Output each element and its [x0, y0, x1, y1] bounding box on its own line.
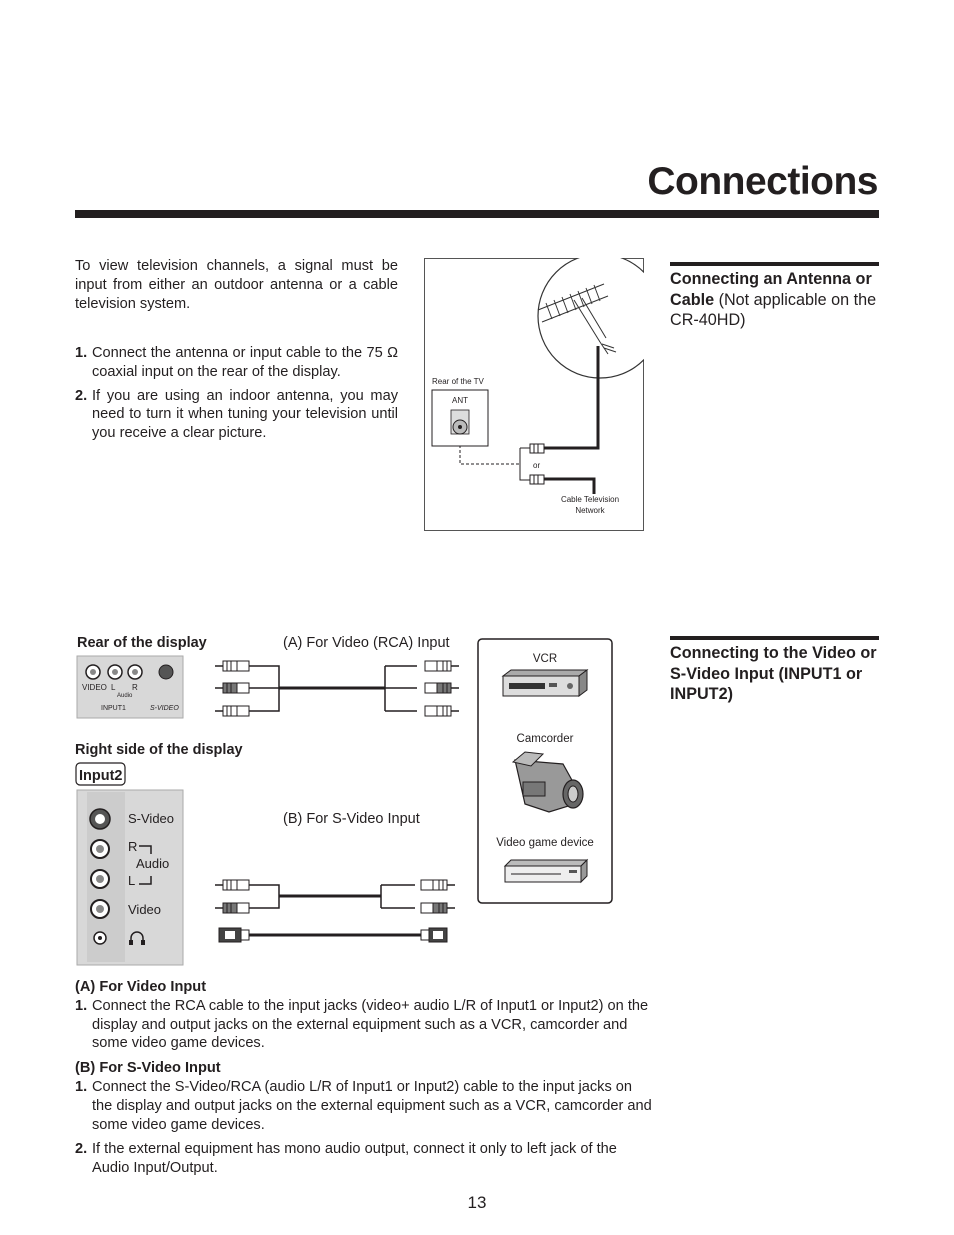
panel-label: S-VIDEO: [150, 705, 179, 712]
step-number: 1.: [75, 345, 88, 361]
list-item: 2. If you are using an indoor antenna, y…: [75, 387, 398, 443]
or-label: or: [533, 461, 540, 470]
rear-tv-label: Rear of the TV: [432, 377, 485, 386]
headphone-icon: [129, 931, 145, 945]
page-number: 13: [467, 1193, 487, 1212]
vcr-icon: [501, 669, 589, 697]
panel-label: S-Video: [128, 811, 174, 826]
section-rule: [670, 262, 879, 266]
outdoor-antenna-icon: [537, 283, 617, 355]
panel-label: Audio: [117, 693, 133, 699]
section-rule: [670, 636, 879, 640]
step-text: Connect the RCA cable to the input jacks…: [92, 997, 649, 1052]
panel-label: L: [111, 683, 116, 692]
list-item: 1. Connect the antenna or input cable to…: [75, 344, 398, 382]
step-number: 1.: [75, 997, 88, 1014]
cable-network-label: Cable Television: [561, 495, 619, 504]
antenna-section-heading: Connecting an Antenna or Cable (Not appl…: [670, 269, 882, 331]
video-instructions: (A) For Video Input 1. Connect the RCA c…: [75, 978, 653, 1178]
a-title: (A) For Video Input: [75, 979, 207, 995]
device-label-game: Video game device: [496, 837, 594, 849]
devices-panel: VCR Camcorder Video game device: [477, 638, 613, 904]
list-item: 1. Connect the S-Video/RCA (audio L/R of…: [75, 1078, 653, 1134]
antenna-steps: 1. Connect the antenna or input cable to…: [75, 344, 398, 443]
svideo-jack-icon: [158, 664, 174, 680]
panel-label: Video: [128, 902, 161, 917]
input2-badge: [75, 762, 126, 786]
video-section-heading: Connecting to the Video or S-Video Input…: [670, 644, 877, 703]
heading-bold: Connecting an Antenna or Cable: [670, 270, 872, 309]
antenna-cable: [542, 346, 600, 450]
antenna-diagram: Rear of the TV ANT or Cable Television N…: [424, 253, 663, 531]
coax-connector-icon: [529, 474, 545, 485]
step-text: Connect the antenna or input cable to th…: [92, 345, 398, 380]
step-text: If the external equipment has mono audio…: [92, 1141, 617, 1177]
list-item: 1. Connect the RCA cable to the input ja…: [75, 997, 653, 1053]
input2-label: Input2: [79, 768, 123, 784]
a-input-label: (A) For Video (RCA) Input: [283, 635, 450, 651]
rca-cable-a: [214, 660, 460, 717]
coax-connector-icon: [529, 443, 545, 454]
b-title: (B) For S-Video Input: [75, 1060, 221, 1077]
panel-label: Audio: [136, 856, 169, 871]
game-device-icon: [503, 858, 589, 884]
side-panel: S-Video R Audio L Video: [76, 789, 184, 966]
step-number: 2.: [75, 1141, 88, 1158]
svideo-plug-icon: [218, 927, 448, 943]
video-diagram-svg: Rear of the display (A) For Video (RCA) …: [75, 635, 613, 966]
antenna-intro: To view television channels, a signal mu…: [75, 258, 398, 312]
right-side-label: Right side of the display: [75, 742, 243, 758]
svideo-cable-b: [214, 879, 456, 943]
cable-network-line: [544, 477, 596, 494]
device-label-vcr: VCR: [533, 653, 557, 665]
step-text: Connect the S-Video/RCA (audio L/R of In…: [92, 1078, 652, 1133]
step-number: 2.: [75, 387, 88, 404]
heading-note: (Not applicable on the CR-40HD): [670, 290, 877, 330]
step-text: If you are using an indoor antenna, you …: [92, 387, 398, 442]
device-label-camcorder: Camcorder: [517, 733, 574, 745]
title-rule: [75, 210, 879, 218]
page-title: Connections: [647, 160, 878, 203]
panel-label: VIDEO: [82, 683, 107, 692]
camcorder-icon: [511, 751, 584, 813]
cable-network-label: Network: [575, 506, 605, 515]
panel-label: R: [132, 683, 138, 692]
rear-display-label: Rear of the display: [77, 635, 207, 651]
panel-label: L: [128, 873, 135, 888]
list-item: 2. If the external equipment has mono au…: [75, 1140, 653, 1178]
panel-label: R: [128, 839, 137, 854]
panel-label: INPUT1: [101, 705, 126, 712]
step-number: 1.: [75, 1078, 88, 1095]
ant-label: ANT: [452, 396, 468, 405]
b-input-label: (B) For S-Video Input: [283, 811, 420, 827]
antenna-diagram-svg: Rear of the TV ANT or Cable Television N…: [424, 253, 663, 531]
rear-panel: VIDEO L R Audio INPUT1 S-VIDEO: [76, 655, 184, 719]
video-diagram: Rear of the display (A) For Video (RCA) …: [75, 632, 620, 972]
